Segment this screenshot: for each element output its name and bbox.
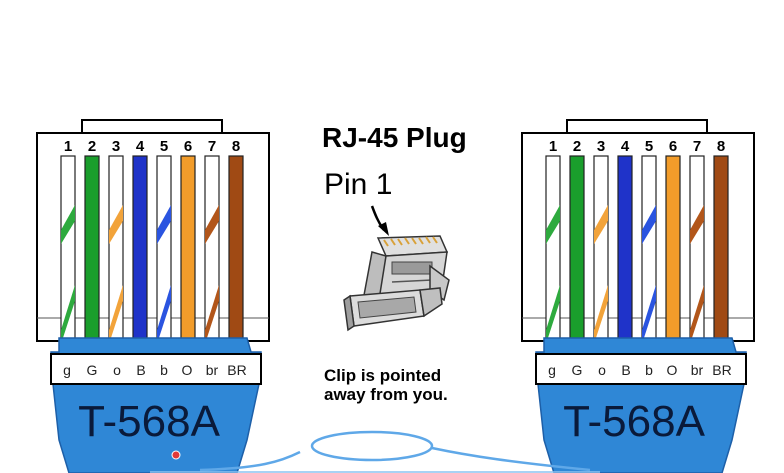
cable-loop xyxy=(150,430,600,473)
wire-3-stripes-right xyxy=(594,205,608,340)
code-strip-right xyxy=(535,353,747,385)
wire-1-stripes-left xyxy=(61,205,75,340)
wire-code-8-left: BR xyxy=(227,362,246,378)
wire-7-stripes-left xyxy=(205,205,219,340)
pin-number-5-right: 5 xyxy=(645,138,653,155)
pin-number-8-right: 8 xyxy=(717,138,725,155)
cursor-marker-icon xyxy=(171,450,181,460)
latch-tab-left xyxy=(81,119,223,134)
wire-code-1-left: g xyxy=(63,362,71,378)
wire-code-4-left: B xyxy=(136,362,145,378)
pin-number-5-left: 5 xyxy=(160,138,168,155)
wire-8-left xyxy=(228,155,244,341)
wire-code-7-right: br xyxy=(691,362,704,378)
pin-number-6-right: 6 xyxy=(669,138,677,155)
standard-label-left: T-568A xyxy=(78,397,221,446)
pin-number-4-left: 4 xyxy=(136,138,145,155)
plug-title: RJ-45 Plug xyxy=(322,122,467,153)
wire-code-2-left: G xyxy=(87,362,98,378)
wire-2-left xyxy=(84,155,100,341)
clip-note-line-2: away from you. xyxy=(324,385,448,404)
pin-number-1-right: 1 xyxy=(549,138,557,155)
wire-1-stripes-right xyxy=(546,205,560,340)
latch-tab-right xyxy=(566,119,708,134)
clip-note: Clip is pointed away from you. xyxy=(324,366,448,404)
wire-code-5-right: b xyxy=(645,362,653,378)
wire-code-7-left: br xyxy=(206,362,219,378)
wire-4-left xyxy=(132,155,148,341)
wire-4-right xyxy=(617,155,633,341)
wire-code-3-left: o xyxy=(113,362,121,378)
wire-code-6-left: O xyxy=(182,362,193,378)
wire-6-left xyxy=(180,155,196,341)
wire-8-right xyxy=(713,155,729,341)
wire-code-5-left: b xyxy=(160,362,168,378)
pin-number-1-left: 1 xyxy=(64,138,72,155)
pin1-label: Pin 1 xyxy=(324,168,393,201)
pin-number-4-right: 4 xyxy=(621,138,630,155)
wire-code-8-right: BR xyxy=(712,362,731,378)
pin-number-7-right: 7 xyxy=(693,138,701,155)
standard-label-right: T-568A xyxy=(563,397,706,446)
wire-2-right xyxy=(569,155,585,341)
pin-number-7-left: 7 xyxy=(208,138,216,155)
clip-note-line-1: Clip is pointed xyxy=(324,366,442,385)
wire-7-stripes-right xyxy=(690,205,704,340)
wire-code-3-right: o xyxy=(598,362,606,378)
code-strip-left xyxy=(50,353,262,385)
wire-code-4-right: B xyxy=(621,362,630,378)
wire-5-stripes-left xyxy=(157,205,171,340)
rj45-plug-icon xyxy=(343,205,450,332)
pin-number-2-right: 2 xyxy=(573,138,581,155)
pin-number-2-left: 2 xyxy=(88,138,96,155)
pin-number-3-left: 3 xyxy=(112,138,120,155)
wire-3-stripes-left xyxy=(109,205,123,340)
pin-number-3-right: 3 xyxy=(597,138,605,155)
wire-5-stripes-right xyxy=(642,205,656,340)
wire-6-right xyxy=(665,155,681,341)
wire-code-6-right: O xyxy=(667,362,678,378)
wire-code-1-right: g xyxy=(548,362,556,378)
pin-number-8-left: 8 xyxy=(232,138,240,155)
pin-number-6-left: 6 xyxy=(184,138,192,155)
wire-code-2-right: G xyxy=(572,362,583,378)
